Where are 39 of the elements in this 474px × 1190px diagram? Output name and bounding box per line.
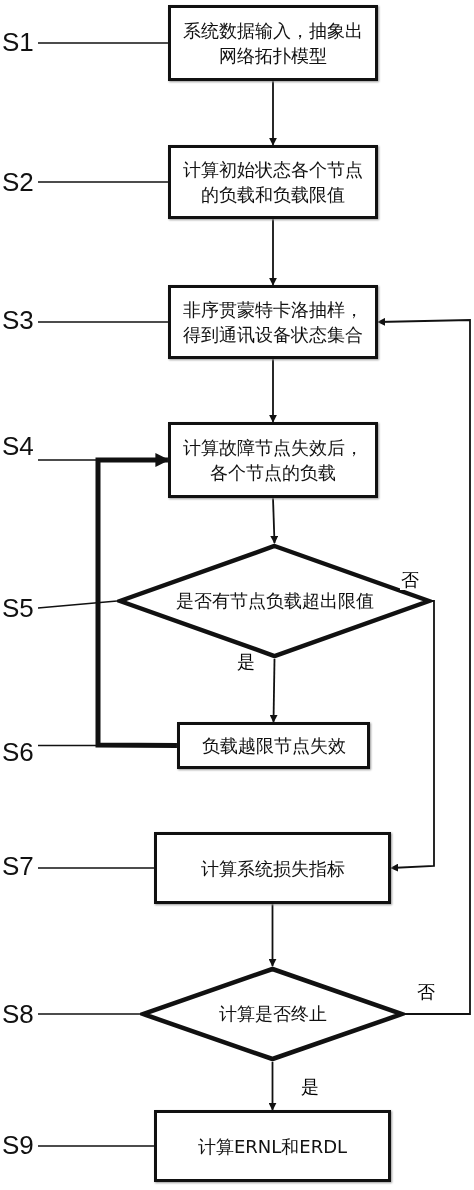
process-box: 计算故障节点失效后，各个节点的负载 [168, 422, 378, 498]
leader-line [37, 744, 178, 747]
arrow [269, 358, 277, 423]
leader-line [37, 1145, 155, 1147]
step-label: S5 [2, 593, 38, 623]
step-label: S6 [2, 737, 38, 767]
leader-line [37, 321, 169, 323]
leader-line [37, 1013, 141, 1015]
arrow [269, 658, 278, 723]
step-label: S2 [2, 167, 38, 197]
leader-line [37, 42, 169, 44]
step-label: S3 [2, 305, 38, 335]
leader-line [37, 600, 118, 609]
leader-line [37, 867, 155, 869]
step-label: S8 [2, 999, 38, 1029]
process-box: 计算ERNL和ERDL [154, 1110, 391, 1182]
decision-diamond: 计算是否终止 [140, 966, 405, 1062]
edge-label: 是 [236, 652, 256, 672]
arrow [269, 80, 277, 146]
step-label: S9 [2, 1130, 38, 1160]
process-box: 系统数据输入，抽象出网络拓扑模型 [168, 5, 378, 81]
arrow [269, 218, 277, 286]
arrow [95, 453, 177, 748]
edge-label: 否 [416, 982, 436, 1002]
edge-label: 否 [400, 570, 420, 590]
arrow [390, 600, 435, 872]
process-box: 非序贯蒙特卡洛抽样，得到通讯设备状态集合 [168, 285, 378, 359]
arrow [268, 903, 277, 967]
step-label: S7 [2, 851, 38, 881]
arrow [377, 317, 471, 1015]
arrow [270, 497, 279, 544]
process-box: 计算初始状态各个节点的负载和负载限值 [168, 145, 378, 219]
step-label: S4 [2, 431, 38, 461]
leader-line [37, 181, 169, 183]
arrow [268, 1061, 277, 1111]
step-label: S1 [2, 27, 38, 57]
edge-label: 是 [300, 1077, 320, 1097]
process-box: 负载越限节点失效 [177, 722, 370, 769]
process-box: 计算系统损失指标 [154, 832, 391, 904]
